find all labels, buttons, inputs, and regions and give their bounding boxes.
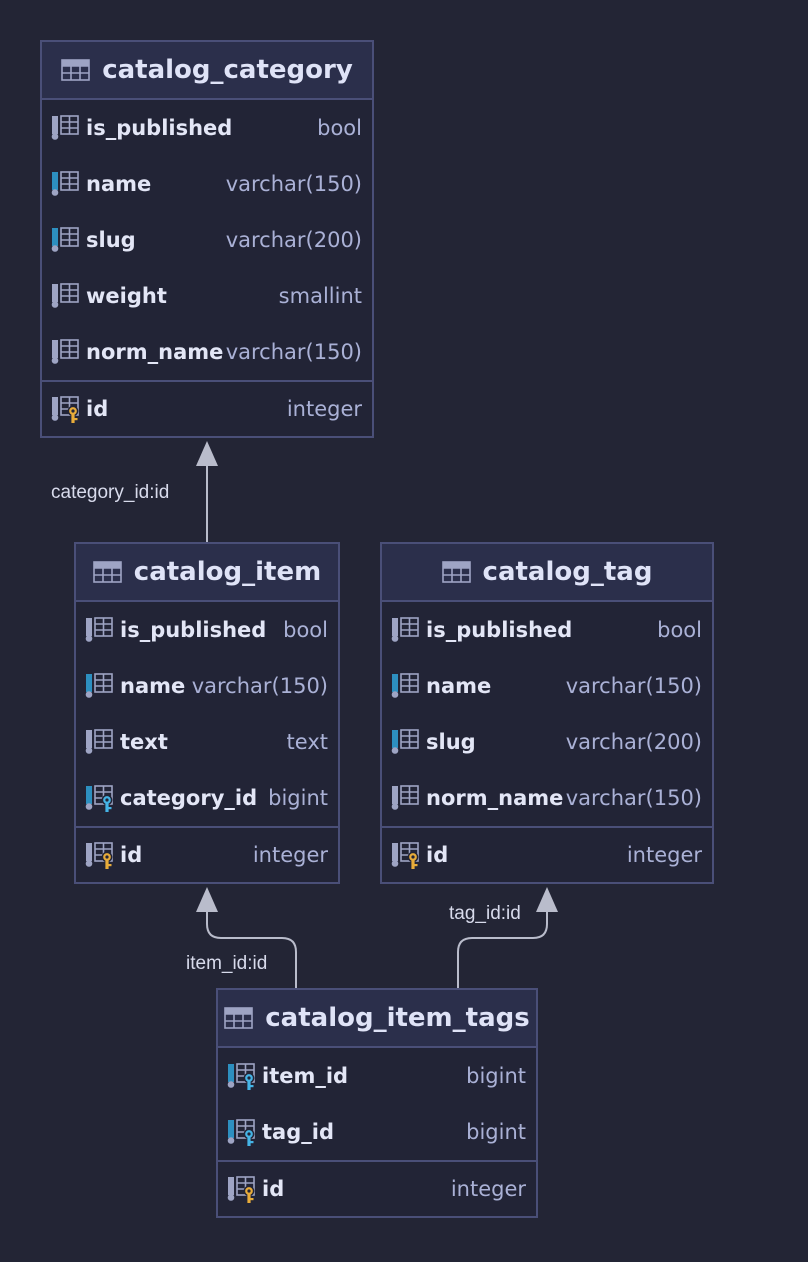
column-type: smallint (278, 284, 362, 308)
indexed-column-icon (391, 673, 419, 698)
connector-arrowhead (536, 887, 558, 912)
primary-key-row[interactable]: id integer (76, 826, 338, 882)
column-type: varchar(150) (565, 786, 702, 810)
column-icon (391, 785, 419, 810)
table-header[interactable]: catalog_item_tags (218, 990, 536, 1048)
primary-key-icon (51, 396, 79, 423)
table-catalog-item-tags[interactable]: catalog_item_tags item_id bigint tag_id … (216, 988, 538, 1218)
column-type: integer (252, 843, 328, 867)
primary-key-icon (85, 842, 113, 869)
table-icon (61, 59, 91, 81)
column-type: bigint (268, 786, 328, 810)
column-name: text (120, 730, 168, 754)
column-type: bigint (466, 1064, 526, 1088)
column-name: name (120, 674, 186, 698)
column-type: integer (450, 1177, 526, 1201)
table-title: catalog_category (102, 55, 353, 85)
column-name: tag_id (262, 1120, 334, 1144)
column-type: bool (283, 618, 328, 642)
column-row[interactable]: tag_id bigint (218, 1104, 536, 1160)
primary-key-row[interactable]: id integer (218, 1160, 536, 1216)
column-icon (85, 729, 113, 754)
column-name: item_id (262, 1064, 349, 1088)
column-type: varchar(150) (191, 674, 328, 698)
column-row[interactable]: name varchar(150) (42, 156, 372, 212)
column-icon (51, 339, 79, 364)
primary-key-row[interactable]: id integer (42, 380, 372, 436)
table-header[interactable]: catalog_item (76, 544, 338, 602)
primary-key-icon (227, 1176, 255, 1203)
column-icon (51, 283, 79, 308)
primary-key-row[interactable]: id integer (382, 826, 712, 882)
column-type: integer (626, 843, 702, 867)
indexed-column-icon (51, 227, 79, 252)
column-row[interactable]: is_published bool (382, 602, 712, 658)
column-type: varchar(150) (225, 172, 362, 196)
column-name: name (426, 674, 492, 698)
table-header[interactable]: catalog_tag (382, 544, 712, 602)
column-name: is_published (86, 116, 233, 140)
column-name: norm_name (86, 340, 224, 364)
table-header[interactable]: catalog_category (42, 42, 372, 100)
column-name: category_id (120, 786, 258, 810)
table-icon (92, 561, 122, 583)
column-icon (85, 617, 113, 642)
column-type: varchar(150) (565, 674, 702, 698)
table-catalog-item[interactable]: catalog_item is_published bool name varc… (74, 542, 340, 884)
column-type: varchar(150) (225, 340, 362, 364)
column-row[interactable]: weight smallint (42, 268, 372, 324)
column-type: varchar(200) (565, 730, 702, 754)
column-row[interactable]: slug varchar(200) (42, 212, 372, 268)
column-row[interactable]: category_id bigint (76, 770, 338, 826)
connector-arrowhead (196, 887, 218, 912)
relation-label-item-category: category_id:id (51, 482, 170, 503)
primary-key-icon (391, 842, 419, 869)
table-icon (441, 561, 471, 583)
column-name: is_published (120, 618, 267, 642)
foreign-key-icon (85, 785, 113, 812)
relation-label-item-tags-tag: tag_id:id (449, 903, 521, 924)
column-row[interactable]: name varchar(150) (76, 658, 338, 714)
column-name: id (262, 1177, 285, 1201)
column-type: integer (286, 397, 362, 421)
column-row[interactable]: item_id bigint (218, 1048, 536, 1104)
column-name: id (120, 843, 143, 867)
column-row[interactable]: text text (76, 714, 338, 770)
column-row[interactable]: is_published bool (76, 602, 338, 658)
column-name: norm_name (426, 786, 564, 810)
column-icon (51, 115, 79, 140)
indexed-column-icon (391, 729, 419, 754)
relation-label-item-tags-item: item_id:id (186, 953, 268, 974)
table-title: catalog_item_tags (265, 1003, 530, 1033)
column-name: name (86, 172, 152, 196)
column-name: slug (426, 730, 476, 754)
column-type: text (286, 730, 328, 754)
table-title: catalog_item (133, 557, 322, 587)
column-row[interactable]: norm_name varchar(150) (382, 770, 712, 826)
column-name: weight (86, 284, 167, 308)
column-name: id (426, 843, 449, 867)
column-row[interactable]: is_published bool (42, 100, 372, 156)
table-catalog-category[interactable]: catalog_category is_published bool name … (40, 40, 374, 438)
foreign-key-icon (227, 1063, 255, 1090)
column-type: bool (657, 618, 702, 642)
column-name: is_published (426, 618, 573, 642)
column-type: bigint (466, 1120, 526, 1144)
indexed-column-icon (85, 673, 113, 698)
table-title: catalog_tag (482, 557, 653, 587)
table-icon (224, 1007, 254, 1029)
foreign-key-icon (227, 1119, 255, 1146)
connector-arrowhead (196, 441, 218, 466)
column-name: id (86, 397, 109, 421)
column-type: bool (317, 116, 362, 140)
column-row[interactable]: slug varchar(200) (382, 714, 712, 770)
connector-item-tags-item (206, 908, 297, 988)
column-type: varchar(200) (225, 228, 362, 252)
column-row[interactable]: norm_name varchar(150) (42, 324, 372, 380)
column-name: slug (86, 228, 136, 252)
table-catalog-tag[interactable]: catalog_tag is_published bool name varch… (380, 542, 714, 884)
indexed-column-icon (51, 171, 79, 196)
column-row[interactable]: name varchar(150) (382, 658, 712, 714)
column-icon (391, 617, 419, 642)
